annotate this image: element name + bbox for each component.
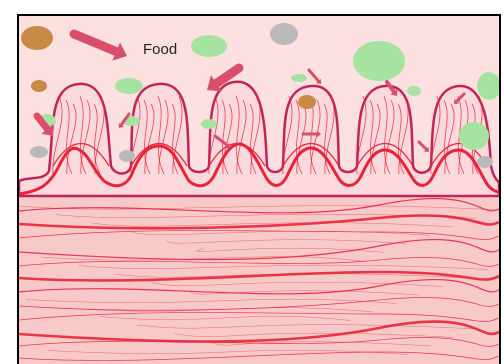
food-particle	[291, 74, 307, 82]
food-particle	[298, 95, 316, 109]
food-particle	[191, 35, 227, 57]
food-particle	[477, 156, 493, 168]
food-particle	[21, 26, 53, 50]
food-particle	[459, 122, 489, 150]
intestinal-villi-diagram: Food	[19, 16, 499, 364]
food-particle	[115, 78, 143, 94]
food-particle	[270, 23, 298, 45]
food-particle	[119, 150, 135, 162]
food-particle	[353, 41, 405, 81]
food-particle	[31, 80, 47, 92]
food-particle	[407, 86, 421, 96]
food-particle	[30, 146, 48, 158]
food-particle	[201, 119, 217, 129]
food-label: Food	[143, 41, 177, 58]
diagram-frame: Food	[17, 14, 501, 364]
